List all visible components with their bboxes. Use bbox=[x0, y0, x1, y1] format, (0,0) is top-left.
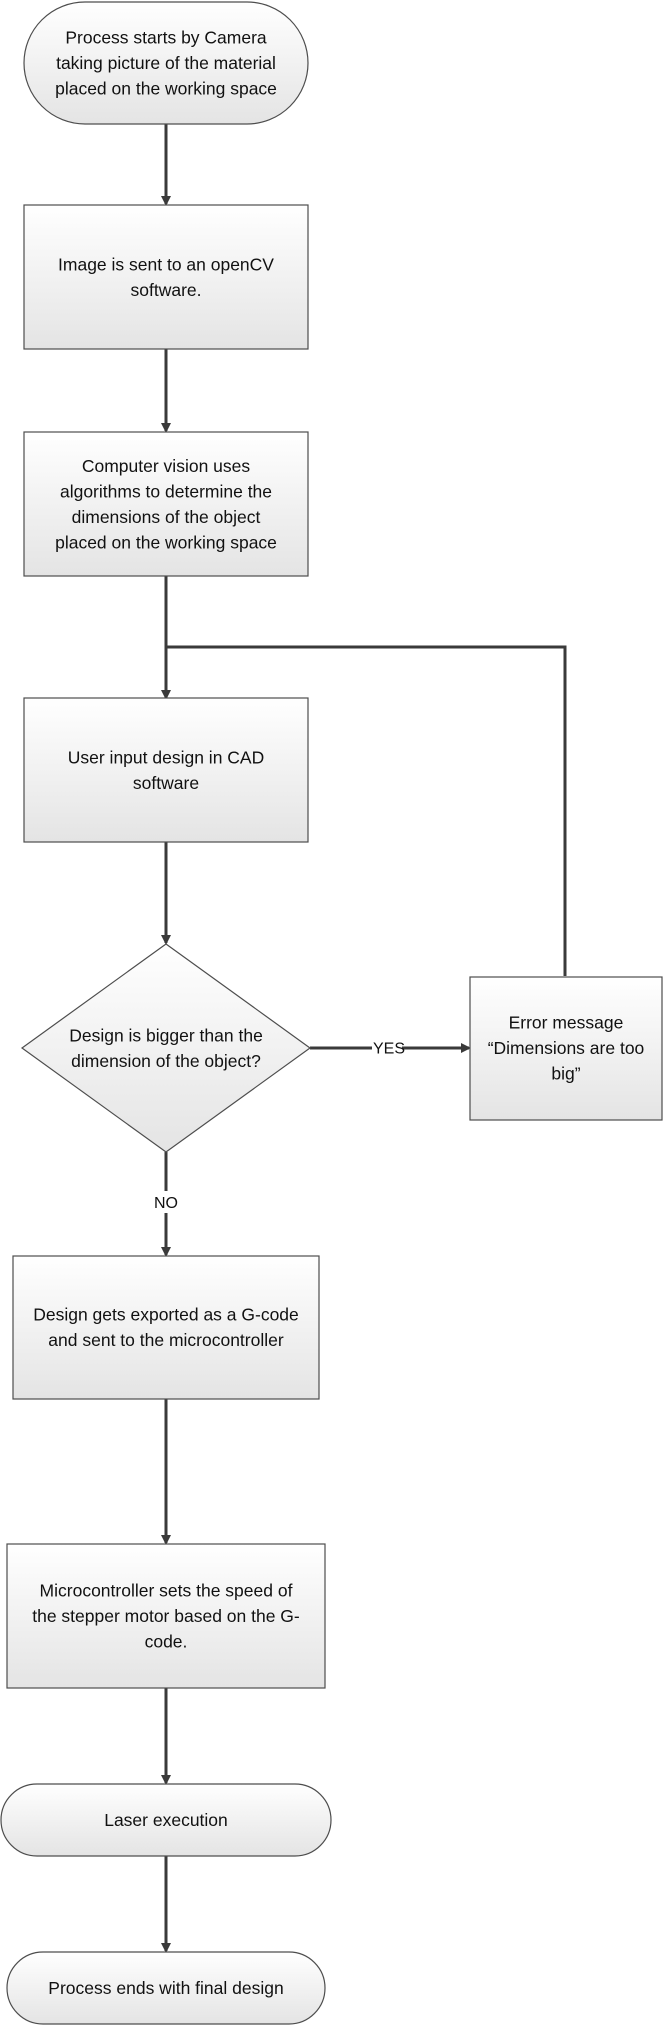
decision-line: dimension of the object? bbox=[71, 1051, 261, 1071]
computer-vision-text: Computer vision uses algorithms to determ… bbox=[55, 456, 277, 553]
computer-vision-line: Computer vision uses bbox=[82, 456, 251, 476]
export-box bbox=[12, 1255, 320, 1400]
end-line: Process ends with final design bbox=[48, 1978, 283, 1998]
computer-vision-node: Computer vision uses algorithms to determ… bbox=[23, 431, 309, 577]
no-label: NO bbox=[154, 1195, 178, 1212]
user-input-box bbox=[23, 697, 309, 843]
laser-node: Laser execution bbox=[0, 1783, 332, 1857]
start-text: Process starts by Camera taking picture o… bbox=[55, 28, 277, 99]
send-image-text: Image is sent to an openCV software. bbox=[58, 254, 274, 300]
user-input-line: User input design in CAD bbox=[68, 747, 264, 767]
decision-line: Design is bigger than the bbox=[69, 1025, 263, 1045]
microcontroller-box bbox=[6, 1543, 326, 1689]
computer-vision-line: dimensions of the object bbox=[72, 507, 261, 527]
no-label-bg bbox=[148, 1191, 184, 1213]
microcontroller-line: code. bbox=[145, 1632, 188, 1652]
send-image-line: software. bbox=[131, 280, 202, 300]
computer-vision-box bbox=[23, 431, 309, 577]
start-line: placed on the working space bbox=[55, 79, 277, 99]
yes-label: YES bbox=[373, 1041, 405, 1058]
decision-diamond bbox=[20, 943, 312, 1153]
send-image-line: Image is sent to an openCV bbox=[58, 254, 274, 274]
user-input-line: software bbox=[133, 773, 199, 793]
error-line: Error message bbox=[509, 1013, 624, 1033]
error-line: big” bbox=[551, 1064, 580, 1084]
decision-node: Design is bigger than the dimension of th… bbox=[20, 943, 312, 1153]
microcontroller-text: Microcontroller sets the speed of the ste… bbox=[32, 1581, 300, 1652]
start-terminator bbox=[23, 1, 309, 125]
export-line: Design gets exported as a G-code bbox=[33, 1304, 299, 1324]
edge-error-loop-back bbox=[166, 645, 567, 976]
export-node: Design gets exported as a G-code and sent… bbox=[12, 1255, 320, 1400]
user-input-text: User input design in CAD software bbox=[68, 747, 264, 793]
start-node: Process starts by Camera taking picture o… bbox=[23, 1, 309, 125]
laser-text: Laser execution bbox=[104, 1810, 228, 1830]
decision-text: Design is bigger than the dimension of th… bbox=[69, 1025, 263, 1071]
send-image-box bbox=[23, 204, 309, 350]
export-text: Design gets exported as a G-code and sent… bbox=[33, 1304, 299, 1350]
user-input-node: User input design in CAD software bbox=[23, 697, 309, 843]
error-node: Error message “Dimensions are too big” bbox=[469, 976, 663, 1121]
laser-line: Laser execution bbox=[104, 1810, 228, 1830]
end-terminator bbox=[6, 1951, 326, 2025]
start-line: taking picture of the material bbox=[56, 53, 276, 73]
send-image-node: Image is sent to an openCV software. bbox=[23, 204, 309, 350]
end-text: Process ends with final design bbox=[48, 1978, 283, 1998]
start-line: Process starts by Camera bbox=[65, 28, 267, 48]
export-line: and sent to the microcontroller bbox=[48, 1330, 284, 1350]
yes-label-bg bbox=[372, 1036, 402, 1058]
laser-terminator bbox=[0, 1783, 332, 1857]
error-text: Error message “Dimensions are too big” bbox=[488, 1013, 645, 1084]
microcontroller-node: Microcontroller sets the speed of the ste… bbox=[6, 1543, 326, 1689]
end-node: Process ends with final design bbox=[6, 1951, 326, 2025]
error-box bbox=[469, 976, 663, 1121]
microcontroller-line: the stepper motor based on the G- bbox=[32, 1606, 300, 1626]
computer-vision-line: placed on the working space bbox=[55, 532, 277, 552]
computer-vision-line: algorithms to determine the bbox=[60, 481, 272, 501]
error-line: “Dimensions are too bbox=[488, 1038, 645, 1058]
microcontroller-line: Microcontroller sets the speed of bbox=[40, 1581, 293, 1601]
